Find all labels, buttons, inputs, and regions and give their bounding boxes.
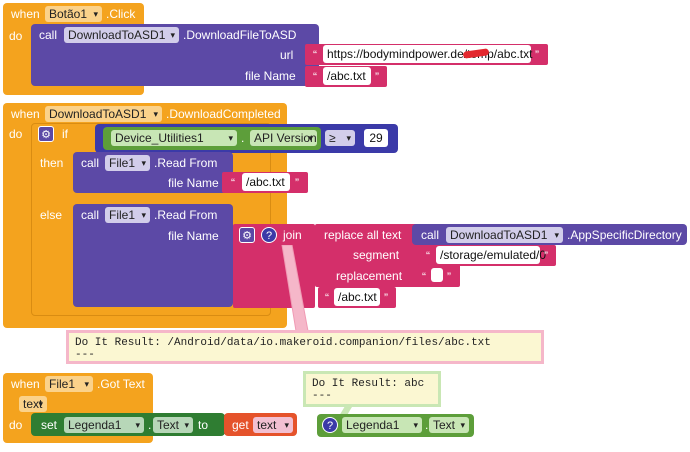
component-dropdown-utilities[interactable]: Device_Utilities1 <box>111 130 237 146</box>
component-dropdown-file[interactable]: File1 <box>105 207 150 223</box>
gear-icon[interactable]: ⚙ <box>239 227 255 243</box>
question-icon[interactable]: ? <box>322 417 338 433</box>
file-name-label: file Name <box>168 229 219 243</box>
url-string[interactable]: https://bodymindpower.de/temp/abc.txt <box>323 45 532 63</box>
do-it-result-bubble-1: Do It Result: /Android/data/io.makeroid.… <box>66 330 544 364</box>
component-dropdown-label[interactable]: Legenda1 <box>64 417 144 433</box>
variable-dropdown-text[interactable]: text <box>253 417 293 433</box>
param-text[interactable]: text <box>19 396 47 412</box>
quote-close: ” <box>544 249 548 263</box>
component-dropdown-button[interactable]: Botão1 <box>45 6 102 22</box>
quote-open: “ <box>231 176 235 190</box>
do-label: do <box>9 29 23 43</box>
replacement-label: replacement <box>336 269 403 283</box>
quote-open: “ <box>325 291 329 305</box>
replacement-string[interactable] <box>431 268 443 282</box>
dot-label: . <box>425 418 429 432</box>
dot-label: . <box>241 131 245 145</box>
tail-string[interactable]: /abc.txt <box>334 288 380 306</box>
file-name-label: file Name <box>245 69 296 83</box>
bubble-line-2: --- <box>75 349 95 361</box>
url-label: url <box>280 48 294 62</box>
when-label: when <box>11 7 40 21</box>
quote-close: ” <box>384 291 388 305</box>
component-dropdown-label[interactable]: Legenda1 <box>342 417 422 433</box>
when-label: when <box>11 377 40 391</box>
property-dropdown-api[interactable]: API Version <box>250 130 317 146</box>
quote-close: ” <box>375 70 379 84</box>
event-name: .Click <box>106 7 136 21</box>
property-dropdown-text[interactable]: Text <box>153 417 193 433</box>
method-name: .Read From <box>154 156 218 170</box>
quote-open: “ <box>313 48 317 62</box>
quote-open: “ <box>422 270 426 284</box>
property-name: .AppSpecificDirectory <box>567 228 682 242</box>
call-label: call <box>81 156 100 170</box>
quote-close: ” <box>535 48 539 62</box>
bubble-pointer <box>281 245 309 332</box>
call-label: call <box>39 28 58 42</box>
quote-close: ” <box>295 176 299 190</box>
gear-icon[interactable]: ⚙ <box>38 126 54 142</box>
dot-label: . <box>148 418 152 432</box>
file-string[interactable]: /abc.txt <box>323 67 371 85</box>
set-label: set <box>41 418 58 432</box>
segment-string[interactable]: /storage/emulated/0 <box>436 246 546 264</box>
bubble-line-1: Do It Result: /Android/data/io.makeroid.… <box>75 337 491 349</box>
do-label: do <box>9 418 23 432</box>
method-name: .Read From <box>154 208 218 222</box>
property-dropdown-text[interactable]: Text <box>429 417 469 433</box>
then-label: then <box>40 156 64 170</box>
bubble-line-2: --- <box>312 390 332 402</box>
quote-close: ” <box>447 270 451 284</box>
when-label: when <box>11 107 40 121</box>
call-label: call <box>81 208 100 222</box>
do-it-result-bubble-2: Do It Result: abc --- <box>303 371 441 407</box>
bubble-line-1: Do It Result: abc <box>312 378 425 390</box>
join-label: join <box>283 228 302 242</box>
component-dropdown-downloader[interactable]: DownloadToASD1 <box>446 227 563 243</box>
get-label: get <box>232 418 249 432</box>
method-name: .DownloadFileToASD <box>183 28 297 42</box>
component-dropdown-file[interactable]: File1 <box>45 376 93 392</box>
file-name-label: file Name <box>168 176 219 190</box>
component-dropdown-downloader[interactable]: DownloadToASD1 <box>45 106 162 122</box>
file-string[interactable]: /abc.txt <box>242 173 290 191</box>
segment-label: segment <box>353 248 400 262</box>
to-label: to <box>198 418 209 432</box>
else-label: else <box>40 208 63 222</box>
call-block-read-else[interactable] <box>73 204 233 307</box>
component-dropdown-downloader[interactable]: DownloadToASD1 <box>64 27 179 43</box>
component-dropdown-file[interactable]: File1 <box>105 155 150 171</box>
question-icon[interactable]: ? <box>261 227 277 243</box>
event-name: .Got Text <box>97 377 145 391</box>
quote-open: “ <box>313 70 317 84</box>
operator-dropdown[interactable]: ≥ <box>325 130 355 146</box>
quote-open: “ <box>426 249 430 263</box>
replace-label: replace all text <box>324 228 402 242</box>
if-label: if <box>62 127 68 141</box>
do-label: do <box>9 127 23 141</box>
call-block-read-then[interactable] <box>73 152 233 193</box>
call-label: call <box>421 228 440 242</box>
api-number[interactable]: 29 <box>364 129 388 147</box>
event-name: .DownloadCompleted <box>166 107 281 121</box>
